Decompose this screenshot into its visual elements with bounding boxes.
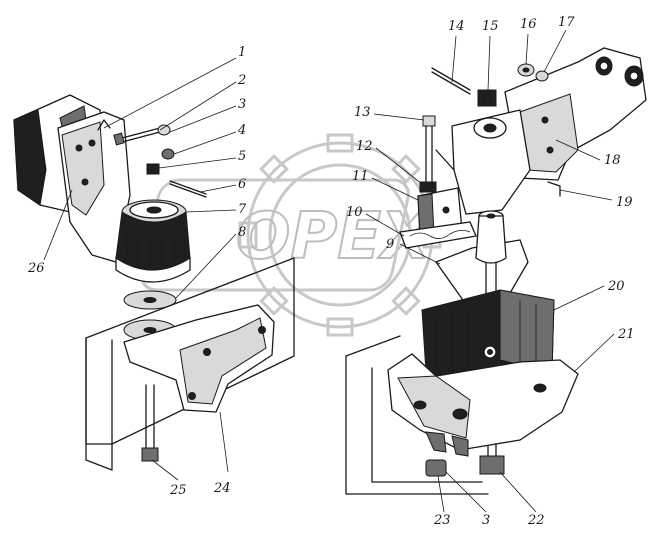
lower-hole-3 xyxy=(533,383,547,393)
callout-labels: 1 2 3 4 5 6 7 8 9 10 11 12 13 14 15 16 1… xyxy=(27,15,635,528)
callout-26: 26 xyxy=(27,261,45,276)
bracket-bolt-hole-1 xyxy=(75,144,83,152)
pin-14 xyxy=(431,67,471,91)
nut-4 xyxy=(161,148,175,160)
right-assembly xyxy=(345,47,647,495)
leader-lines xyxy=(43,29,615,513)
support-bracket-face xyxy=(179,317,267,405)
callout-11: 11 xyxy=(352,169,369,184)
callout-5: 5 xyxy=(238,149,246,164)
callout-8: 8 xyxy=(238,225,246,240)
support-hole-3 xyxy=(188,392,196,400)
callout-10: 10 xyxy=(346,205,363,220)
callout-3-lower: 3 xyxy=(482,513,490,528)
spacer-12 xyxy=(419,181,437,193)
bracket-bolt-hole-3 xyxy=(81,178,89,186)
bracket-clip xyxy=(97,119,111,131)
nut-22 xyxy=(479,455,505,475)
washer-3-left xyxy=(157,124,171,136)
cushion-lower-cup xyxy=(115,256,191,283)
bracket-bolt-hole-2 xyxy=(88,139,96,147)
left-assembly xyxy=(13,94,295,471)
callout-20: 20 xyxy=(607,279,625,294)
engine-block-shadow xyxy=(13,109,47,206)
callout-4: 4 xyxy=(237,123,246,138)
nut-23 xyxy=(425,459,447,477)
watermark-gear-teeth xyxy=(238,133,442,337)
lower-bracket-face xyxy=(397,375,471,439)
bolt-13 xyxy=(422,115,436,191)
callout-1: 1 xyxy=(238,45,246,60)
callout-22: 22 xyxy=(527,513,545,528)
callout-15: 15 xyxy=(482,19,499,34)
bracket-pin-19 xyxy=(547,181,561,197)
plate-10 xyxy=(399,221,477,249)
callout-7: 7 xyxy=(238,202,247,217)
callout-9: 9 xyxy=(386,237,394,252)
stud-sleeve xyxy=(475,215,507,264)
rubber-cushion-7 xyxy=(115,199,191,272)
callout-24: 24 xyxy=(213,481,231,496)
callout-23: 23 xyxy=(433,513,451,528)
support-hole-1 xyxy=(203,348,211,356)
bolt-25 xyxy=(141,384,159,462)
callout-16: 16 xyxy=(520,17,537,32)
callout-13: 13 xyxy=(354,105,371,120)
callout-12: 12 xyxy=(356,139,373,154)
callout-17: 17 xyxy=(558,15,575,30)
callout-14: 14 xyxy=(448,19,465,34)
bolt-2 xyxy=(113,127,161,146)
castle-nut-5 xyxy=(146,163,160,175)
castle-nut-15 xyxy=(477,89,497,107)
support-hole-2 xyxy=(258,326,266,334)
callout-18: 18 xyxy=(604,153,621,168)
rear-bracket-hole-2 xyxy=(546,146,554,154)
lower-hole-1 xyxy=(413,400,427,410)
washer-17 xyxy=(535,70,549,82)
callout-25: 25 xyxy=(169,483,187,498)
rear-bracket-hole-1 xyxy=(541,116,549,124)
lower-hole-2 xyxy=(452,408,468,420)
callout-3: 3 xyxy=(238,97,246,112)
callout-2: 2 xyxy=(237,73,246,88)
callout-19: 19 xyxy=(616,195,633,210)
callout-6: 6 xyxy=(238,177,246,192)
callout-21: 21 xyxy=(617,327,635,342)
